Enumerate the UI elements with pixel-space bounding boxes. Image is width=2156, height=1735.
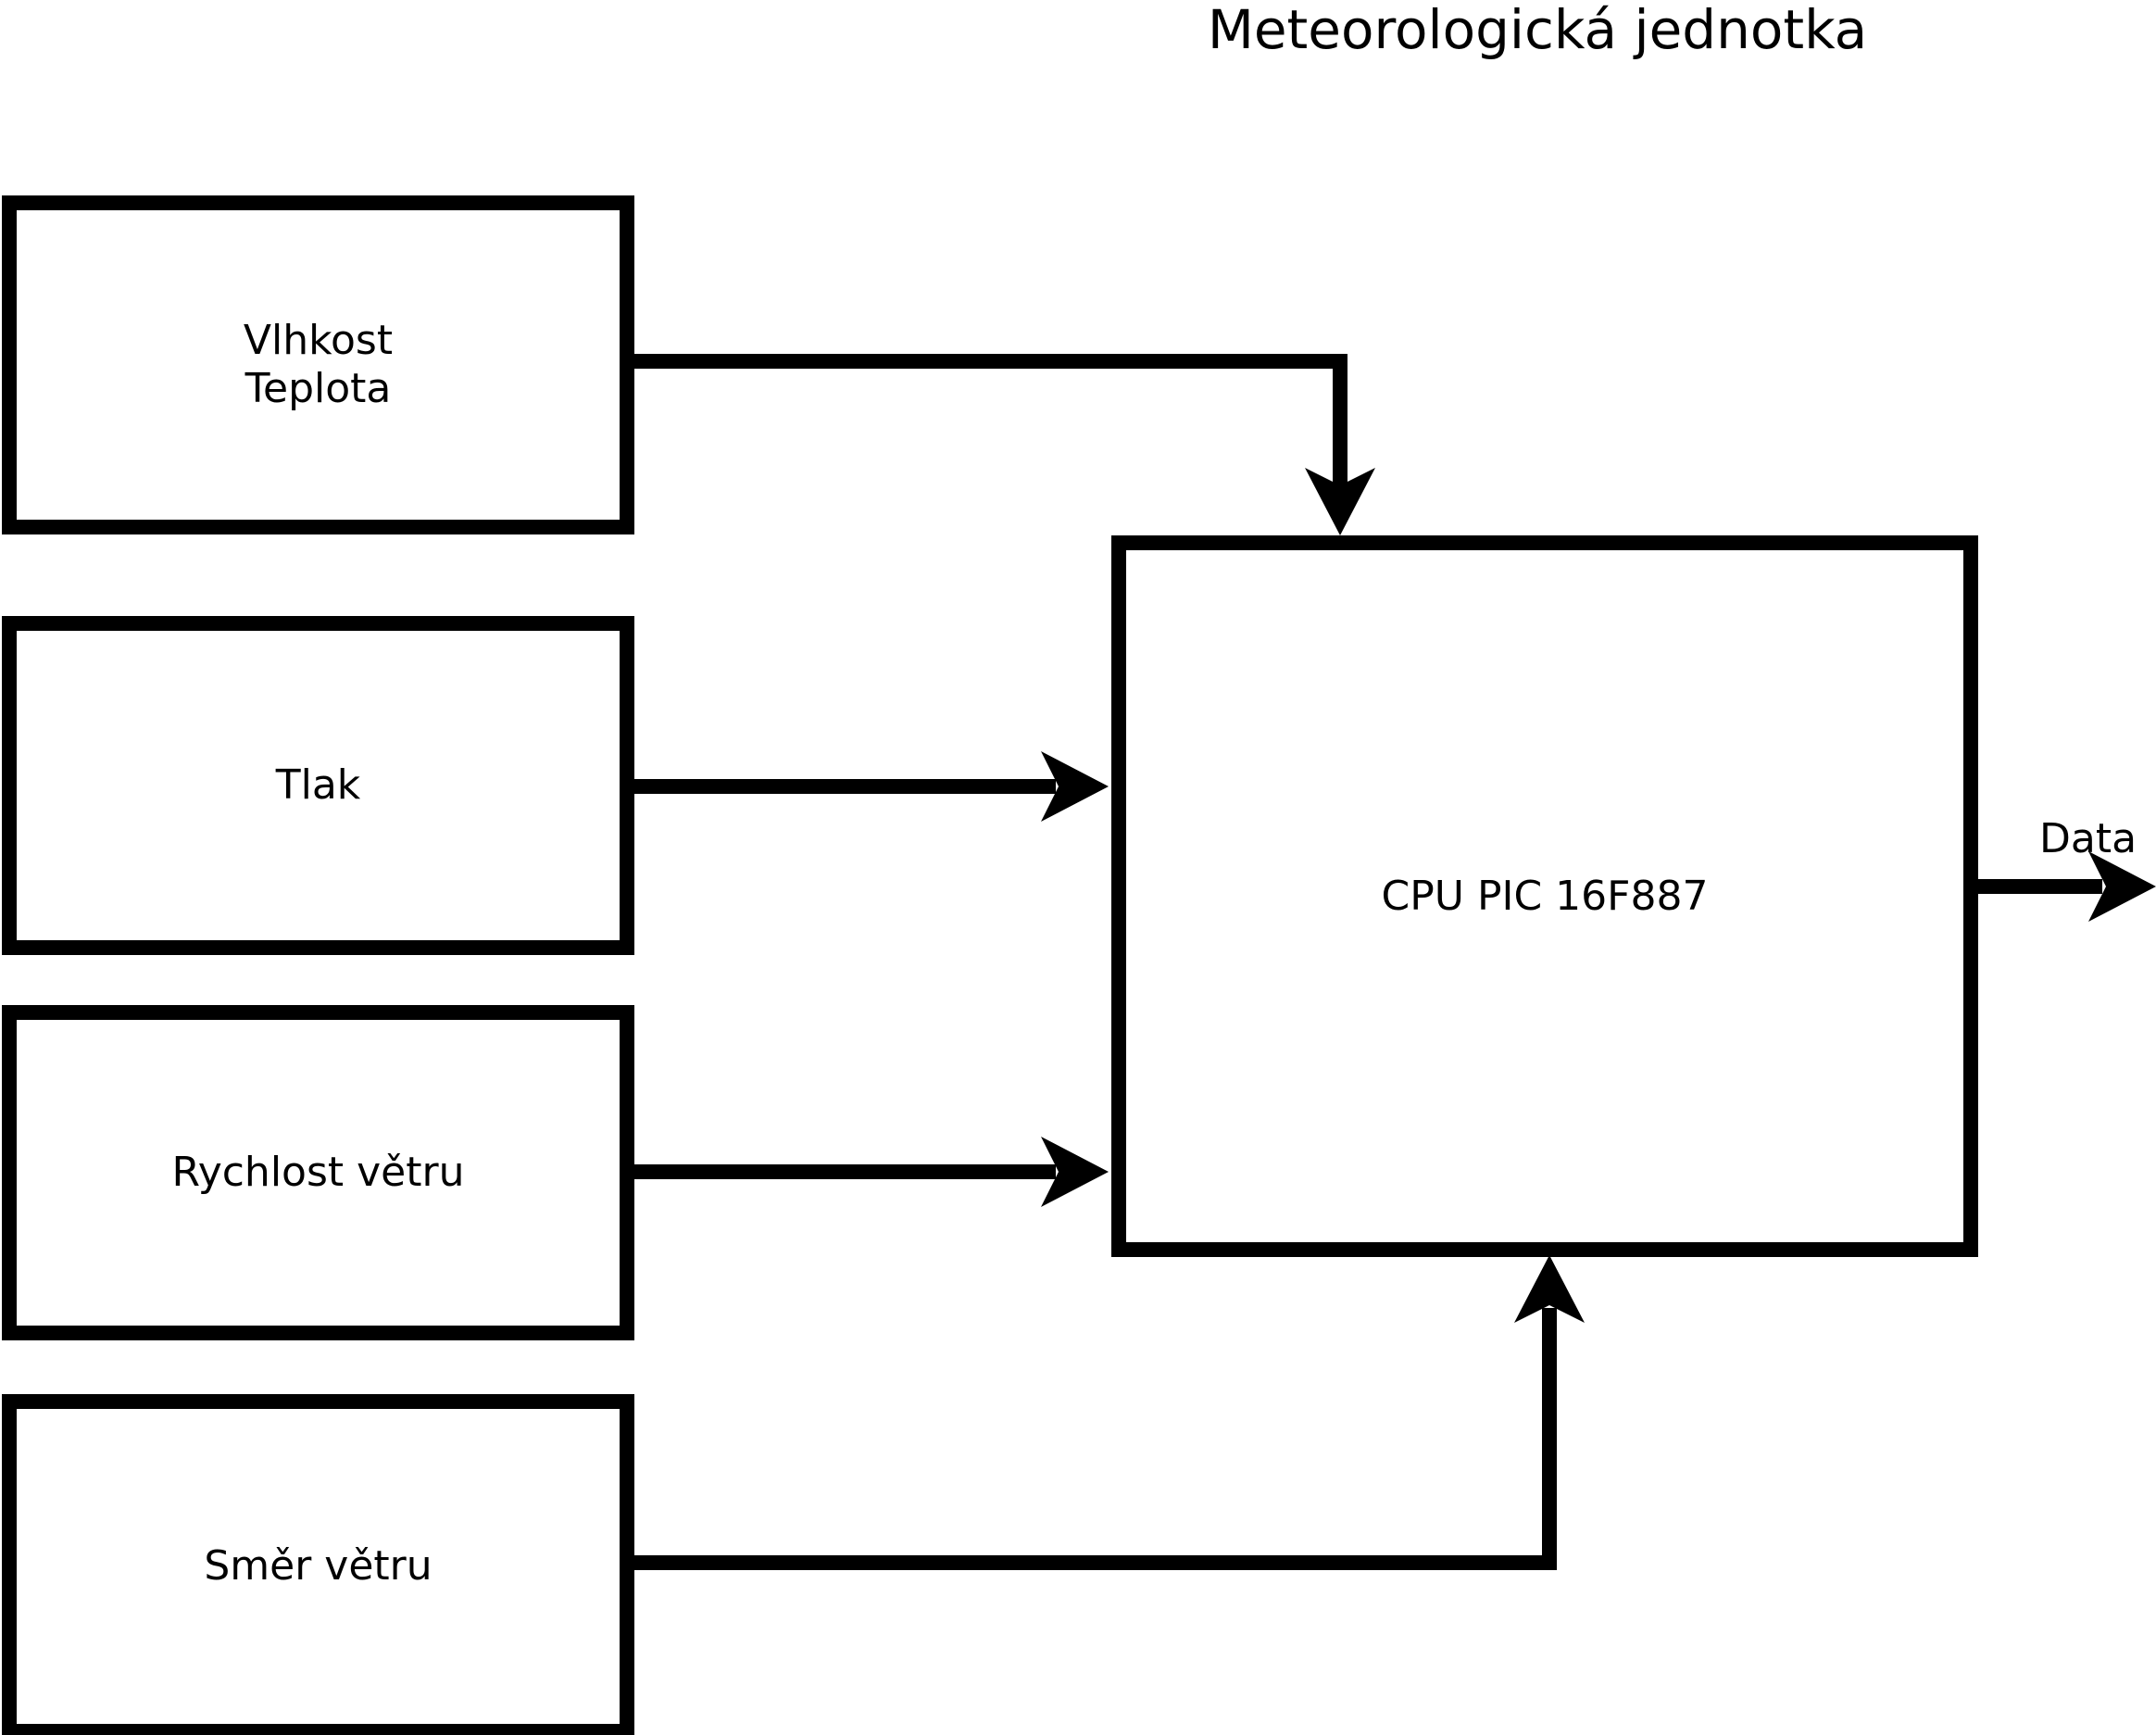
edge-windspeed-to-cpu — [634, 1137, 1109, 1207]
node-pressure-label: Tlak — [275, 761, 361, 810]
node-cpu[interactable]: CPU PIC 16F887 — [1111, 535, 1978, 1257]
node-wind-speed[interactable]: Rychlost větru — [2, 1005, 634, 1340]
edge-winddirection-to-cpu — [634, 1255, 1585, 1570]
edge-label-data: Data — [2039, 815, 2137, 862]
node-wind-direction[interactable]: Směr větru — [2, 1394, 634, 1735]
node-wind-direction-label: Směr větru — [204, 1542, 432, 1590]
node-pressure[interactable]: Tlak — [2, 616, 634, 955]
node-humidity-temperature-label: Vlhkost Teplota — [243, 317, 394, 412]
edge-pressure-to-cpu — [634, 751, 1109, 822]
page-title: Meteorologická jednotka — [1207, 0, 1868, 61]
node-wind-speed-label: Rychlost větru — [171, 1149, 465, 1197]
edge-humidity-to-cpu — [634, 354, 1375, 535]
node-humidity-temperature[interactable]: Vlhkost Teplota — [2, 195, 634, 534]
edge-cpu-to-data-output — [1978, 851, 2156, 922]
node-cpu-label: CPU PIC 16F887 — [1381, 873, 1709, 920]
